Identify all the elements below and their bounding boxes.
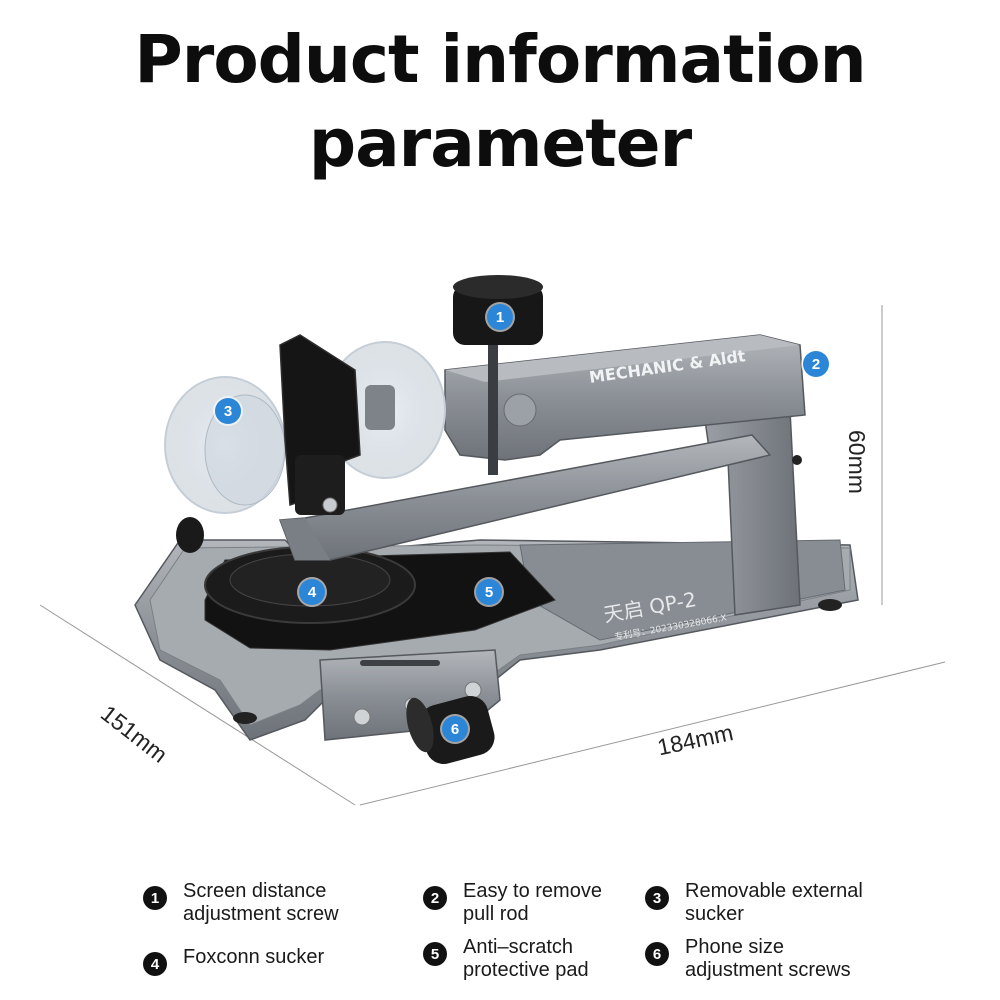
marker-2: 2 (803, 351, 829, 377)
marker-4: 4 (299, 579, 325, 605)
legend-number-4: 4 (143, 952, 167, 976)
legend-item-2: 2 Easy to remove pull rod (423, 880, 602, 926)
legend-item-1: 1 Screen distance adjustment screw (143, 880, 339, 926)
legend-text-5: Anti–scratch protective pad (463, 936, 589, 981)
title-line-2: parameter (308, 105, 692, 182)
legend-item-4: 4 Foxconn sucker (143, 946, 324, 976)
legend-number-6: 6 (645, 942, 669, 966)
legend-number-2: 2 (423, 886, 447, 910)
left-knob (176, 517, 204, 553)
legend-text-3: Removable external sucker (685, 880, 863, 925)
dim-line-width (359, 661, 946, 806)
dimension-height: 60mm (844, 430, 870, 494)
legend-text-1: Screen distance adjustment screw (183, 880, 339, 925)
title-line-1: Product information (134, 21, 866, 98)
legend-text-2: Easy to remove pull rod (463, 880, 602, 925)
page-title: Product information parameter (0, 18, 1000, 186)
legend-number-3: 3 (645, 886, 669, 910)
legend-item-5: 5 Anti–scratch protective pad (423, 936, 589, 982)
legend-text-6: Phone size adjustment screws (685, 936, 851, 981)
marker-3: 3 (215, 398, 241, 424)
legend-text-4: Foxconn sucker (183, 946, 325, 968)
marker-6: 6 (442, 716, 468, 742)
legend-item-6: 6 Phone size adjustment screws (645, 936, 851, 982)
legend-number-5: 5 (423, 942, 447, 966)
adjustment-screw-shaft (488, 345, 498, 475)
legend-number-1: 1 (143, 886, 167, 910)
marker-5: 5 (476, 579, 502, 605)
legend-item-3: 3 Removable external sucker (645, 880, 863, 926)
dim-line-depth (39, 604, 356, 806)
marker-1: 1 (487, 304, 513, 330)
